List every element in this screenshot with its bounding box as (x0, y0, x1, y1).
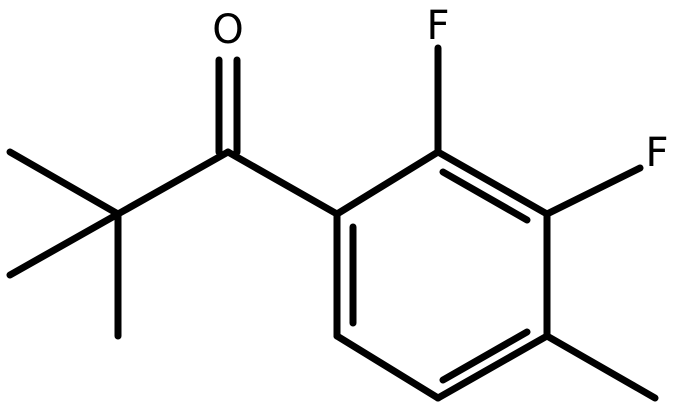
carbonyl-to-ring-bond (224, 148, 341, 218)
tbutyl-methyl-bond-lower (6, 210, 122, 279)
fluorine-bond-2 (543, 164, 644, 218)
ring-inner-bond-top (439, 168, 531, 224)
methyl-bond (543, 332, 659, 402)
ring-inner-bond-bottom (439, 328, 531, 384)
oxygen-atom-label: O (212, 7, 243, 53)
fluorine-atom-label-1: F (426, 3, 449, 49)
tbutyl-methyl-bond-upper (6, 148, 122, 218)
fluorine-atom-label-2: F (645, 130, 668, 176)
ring-bond-c4-c5 (434, 332, 551, 402)
ring-bond-c1-c2 (333, 148, 442, 218)
ring-bond-c5-c6 (333, 332, 442, 402)
carbonyl-to-tbutyl-bond (114, 148, 232, 218)
ring-bond-c2-c3 (434, 148, 551, 218)
